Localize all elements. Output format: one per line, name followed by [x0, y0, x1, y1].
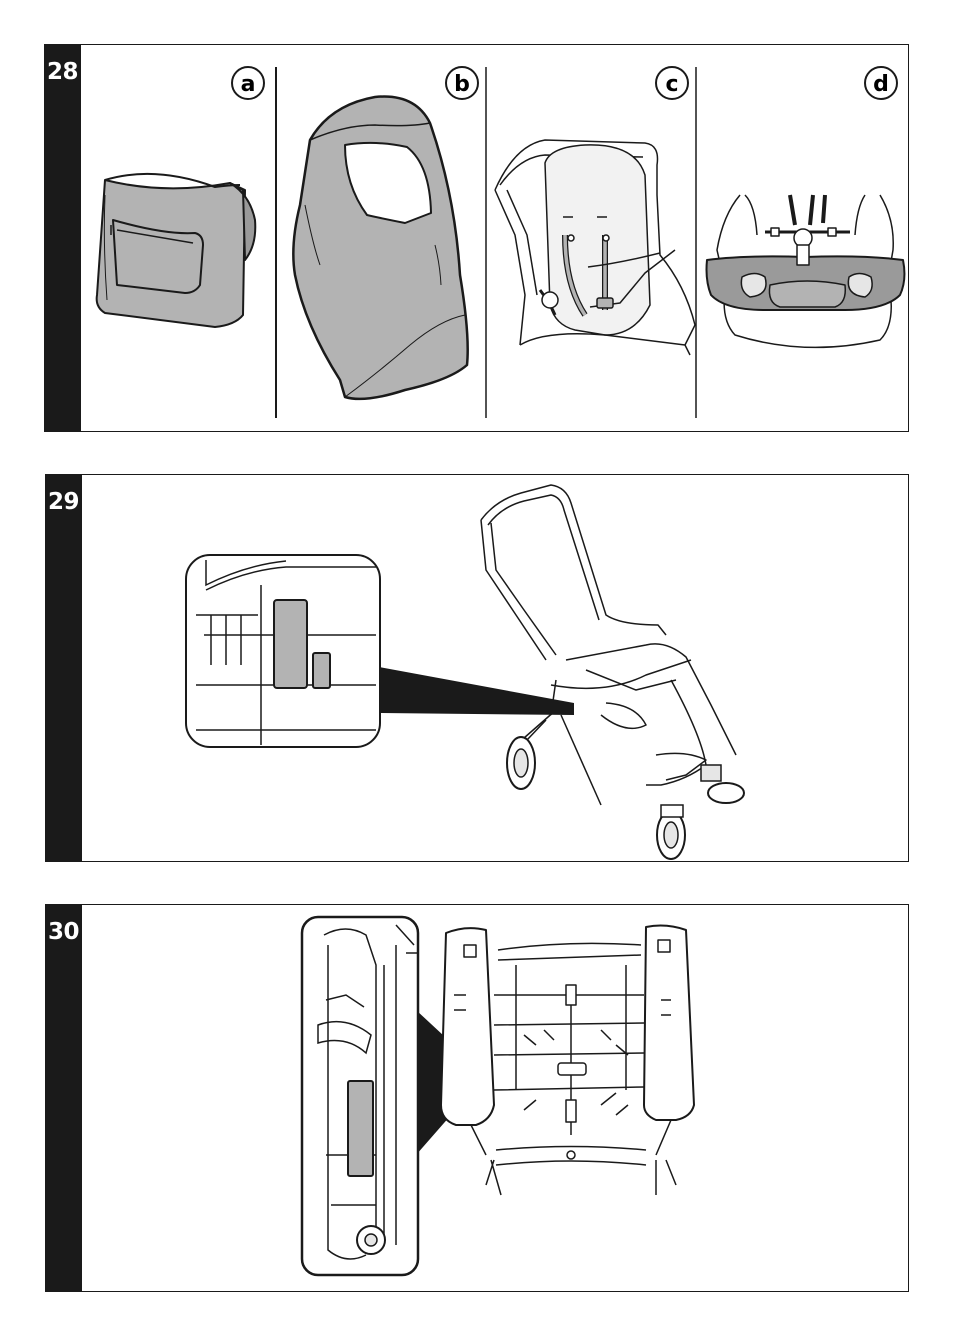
rating-label-small	[313, 653, 330, 688]
step-30-panel: 30	[45, 904, 909, 1292]
rating-label-large	[274, 600, 307, 688]
svg-text:a: a	[241, 72, 256, 97]
changing-bag-illustration	[97, 174, 256, 327]
svg-text:b: b	[454, 72, 470, 97]
stroller-wheels	[507, 737, 744, 859]
step-29-panel: 29	[45, 474, 909, 862]
rating-label	[348, 1081, 373, 1176]
sub-label-b: b	[446, 67, 478, 99]
detail-inset	[302, 917, 418, 1275]
step-29-illustration	[46, 475, 907, 860]
folded-stroller-illustration	[441, 926, 694, 1195]
stroller-seat-harness-illustration	[495, 140, 695, 355]
sub-label-c: c	[656, 67, 688, 99]
step-28-panel: 28 a b c d	[44, 44, 909, 432]
svg-text:c: c	[665, 72, 678, 97]
bumper-bar-illustration	[707, 195, 905, 347]
detail-inset	[186, 555, 380, 747]
rain-cover-illustration	[293, 97, 467, 399]
sub-label-d: d	[865, 67, 897, 99]
sub-label-a: a	[232, 67, 264, 99]
svg-text:d: d	[873, 72, 889, 97]
step-28-illustrations: a b c d	[45, 45, 907, 430]
callout-pointer	[379, 667, 574, 715]
step-30-illustration	[46, 905, 907, 1290]
